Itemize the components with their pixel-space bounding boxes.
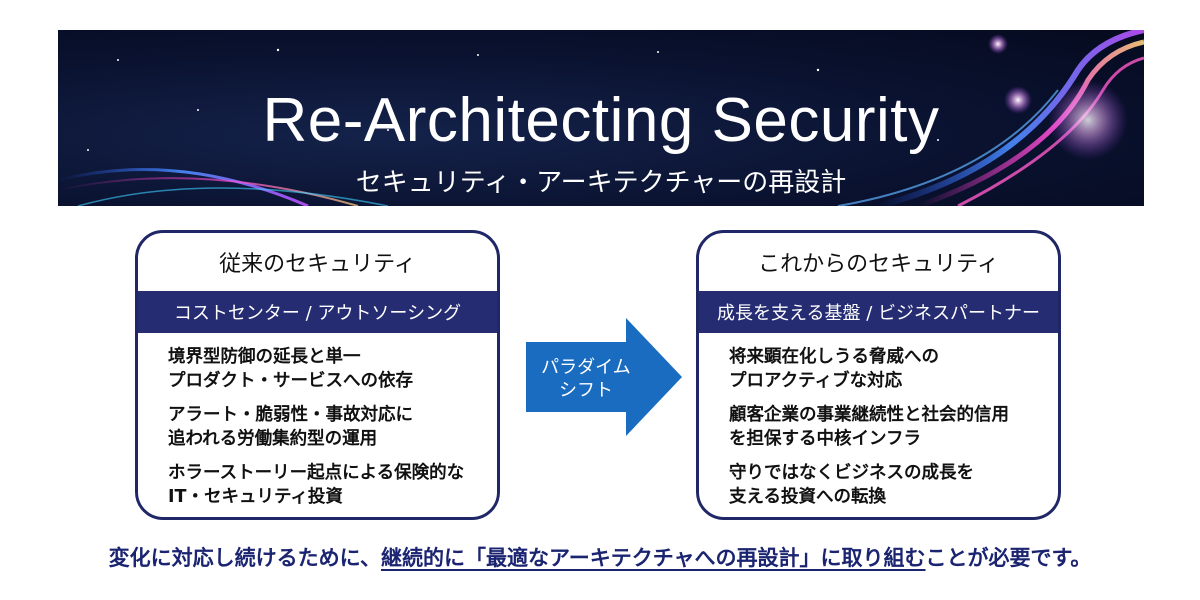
traditional-security-box: 従来のセキュリティ コストセンター / アウトソーシング 境界型防御の延長と単一… [135,230,500,520]
footer-emphasis: 継続的に「最適なアーキテクチャへの再設計」に取り組む [380,546,926,570]
banner-title: Re-Architecting Security [262,86,940,155]
list-item: 将来顕在化しうる脅威への プロアクティブな対応 [729,347,939,391]
list-item: 守りではなくビジネスの成長を 支える投資への転換 [729,463,974,507]
title-banner: Re-Architecting Security セキュリティ・アーキテクチャー… [58,30,1144,206]
box-item-list: 境界型防御の延長と単一 プロダクト・サービスへの依存 アラート・脆弱性・事故対応… [138,333,497,509]
list-item: ホラーストーリー起点による保険的な IT・セキュリティ投資 [168,463,465,507]
footer-suffix: ことが必要です。 [925,546,1092,570]
box-title: これからのセキュリティ [758,252,999,277]
banner-subtitle: セキュリティ・アーキテクチャーの再設計 [355,168,847,198]
list-item: アラート・脆弱性・事故対応に 追われる労働集約型の運用 [168,405,413,449]
footer-prefix: 変化に対応し続けるために、 [108,546,381,570]
future-security-box: これからのセキュリティ 成長を支える基盤 / ビジネスパートナー 将来顕在化しう… [696,230,1061,520]
box-title: 従来のセキュリティ [219,252,416,277]
box-band: 成長を支える基盤 / ビジネスパートナー [699,291,1058,333]
right-arrow-icon [526,318,682,436]
box-band: コストセンター / アウトソーシング [138,291,497,333]
list-item: 顧客企業の事業継続性と社会的信用 を担保する中核インフラ [729,405,1009,449]
list-item: 境界型防御の延長と単一 プロダクト・サービスへの依存 [168,347,413,391]
light-streak-graphic [58,30,1144,206]
paradigm-shift-arrow: パラダイム シフト [526,318,682,436]
box-item-list: 将来顕在化しうる脅威への プロアクティブな対応 顧客企業の事業継続性と社会的信用… [699,333,1058,509]
arrow-label: パラダイム シフト [541,357,631,401]
conclusion-statement: 変化に対応し続けるために、継続的に「最適なアーキテクチャへの再設計」に取り組むこ… [0,542,1200,572]
